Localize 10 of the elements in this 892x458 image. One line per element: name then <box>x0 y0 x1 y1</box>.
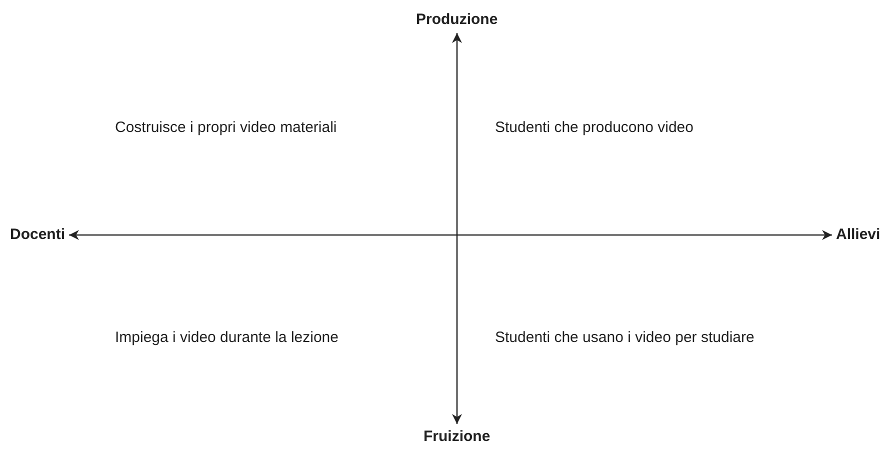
quadrant-label: Costruisce i propri video materiali <box>115 119 337 137</box>
quadrant-label: Studenti che usano i video per studiare <box>495 329 754 347</box>
axis-label: Produzione <box>416 11 498 29</box>
double-arrow <box>452 33 462 424</box>
axis-label: Fruizione <box>424 428 490 446</box>
quadrant-label: Impiega i video durante la lezione <box>115 329 338 347</box>
double-arrow <box>69 230 832 240</box>
quadrant-label: Studenti che producono video <box>495 119 694 137</box>
axis-label: Docenti <box>10 226 66 244</box>
axis-label: Allievi <box>836 226 880 244</box>
